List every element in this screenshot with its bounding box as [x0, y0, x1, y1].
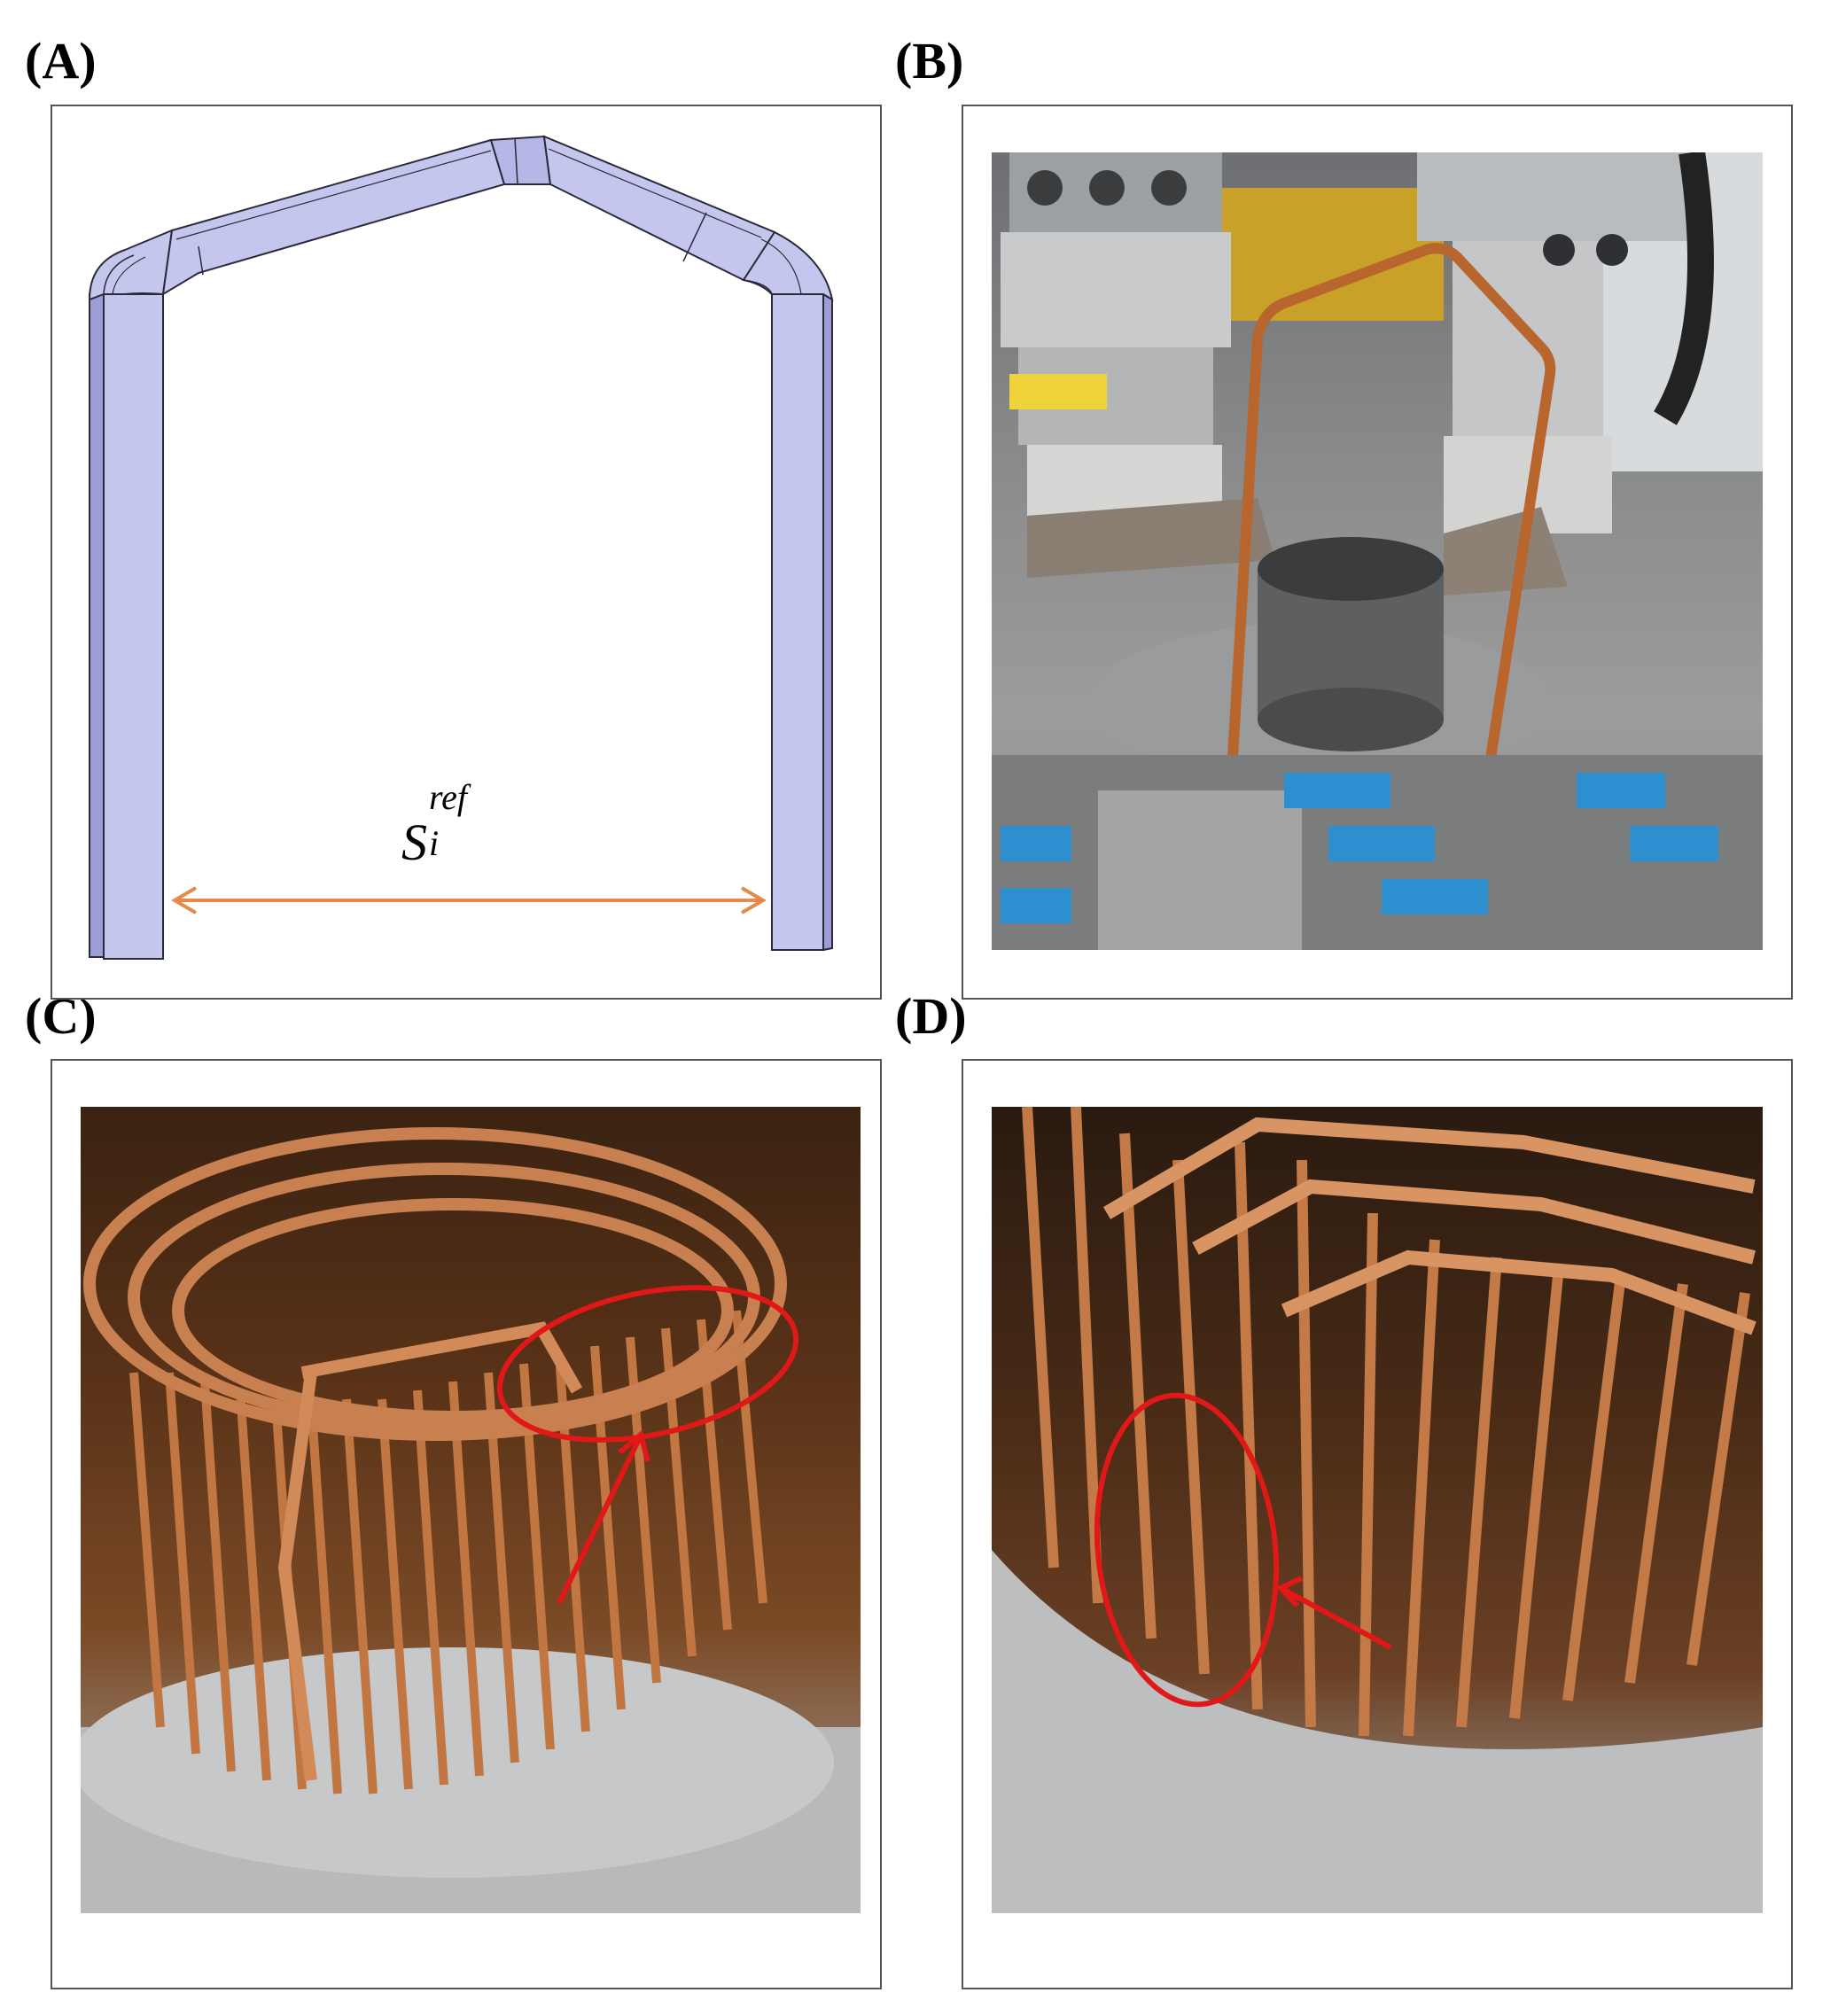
hairpin-right-arm — [542, 135, 776, 282]
panel-label-a: (A) — [25, 32, 97, 90]
hairpin-schematic — [88, 135, 834, 960]
left-gripper — [1001, 152, 1275, 578]
photo-stator-twisted-ends — [81, 1107, 861, 1913]
hairpin-left-arm — [161, 138, 506, 296]
hairpin-legs-closeup — [1022, 1107, 1750, 1737]
panel-c — [51, 1059, 882, 1989]
dimension-subscript: i — [429, 823, 440, 863]
fixture-blocks — [992, 755, 1763, 950]
copper-hairpin — [1221, 243, 1556, 862]
dimension-arrow — [171, 886, 767, 915]
photo-hairpin-closeup — [992, 1107, 1763, 1913]
panel-d — [962, 1059, 1793, 1989]
panel-label-b: (B) — [895, 32, 964, 90]
twisted-end-crown — [83, 1127, 787, 1441]
dimension-symbol: S — [401, 813, 427, 871]
hairpin-right-bend — [742, 230, 834, 302]
stator-core — [1089, 537, 1550, 782]
highlight-annotation-d — [1094, 1392, 1392, 1708]
hairpin-left-leg — [89, 293, 164, 960]
highlight-annotation-c — [496, 1285, 799, 1605]
hairpin-right-leg — [771, 292, 833, 952]
dimension-superscript: ref — [429, 777, 467, 817]
photo-grippers-hairpin — [992, 152, 1763, 950]
panel-b — [962, 105, 1793, 1000]
panel-label-d: (D) — [895, 987, 967, 1045]
hairpin-crowns-closeup — [1102, 1117, 1756, 1335]
